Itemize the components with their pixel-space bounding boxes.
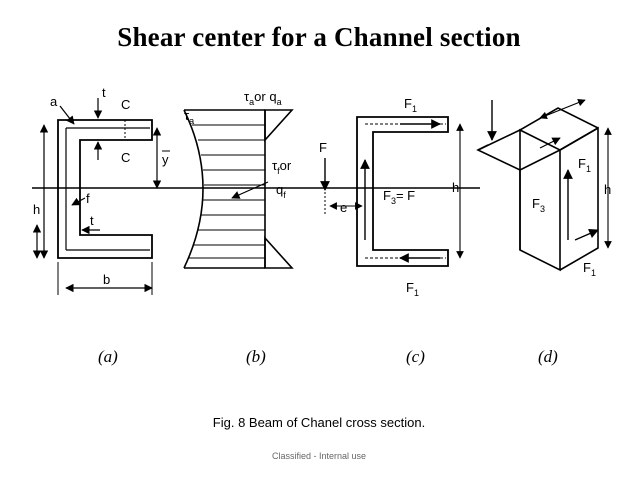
figure-caption: Fig. 8 Beam of Chanel cross section. <box>212 415 426 430</box>
label-b: b <box>103 272 110 287</box>
label-a: a <box>50 94 58 109</box>
label-f3-d: F3 <box>532 196 545 214</box>
label-c-lower: C <box>121 150 130 165</box>
figure-b-shear-distribution <box>183 109 294 269</box>
label-tau-a-left: τa <box>184 108 194 126</box>
label-e: e <box>340 200 347 215</box>
panel-label-b: (b) <box>246 347 266 366</box>
label-q-f: qf <box>276 182 286 200</box>
panel-label-a: (a) <box>98 347 118 366</box>
panel-label-d: (d) <box>538 347 558 366</box>
label-f: f <box>86 191 90 206</box>
figure-d-3d-channel <box>476 98 612 272</box>
figure-c-force-resultants <box>320 116 464 267</box>
label-f3-eq-f: F3= F <box>383 188 415 206</box>
label-f1-d-mid: F1 <box>578 156 591 174</box>
label-h-c: h <box>452 180 459 195</box>
label-tau-a-or-qa: τaor qa <box>244 89 282 107</box>
label-f1-d-bottom: F1 <box>583 260 596 278</box>
classification-footer: Classified - Internal use <box>271 451 367 461</box>
label-f: F <box>319 140 327 155</box>
label-h: h <box>33 202 40 217</box>
label-c-upper: C <box>121 97 130 112</box>
label-f1-top: F1 <box>404 96 417 114</box>
figure-a-channel-section <box>32 98 162 295</box>
panel-label-c: (c) <box>406 347 425 366</box>
label-f1-bottom: F1 <box>406 280 419 298</box>
label-t-web: t <box>90 213 94 228</box>
label-tau-f-or: τfor <box>272 158 292 176</box>
label-h-d: h <box>604 182 611 197</box>
slide-title: Shear center for a Channel section <box>117 22 521 52</box>
label-t-top: t <box>102 85 106 100</box>
label-y: y <box>162 152 169 167</box>
